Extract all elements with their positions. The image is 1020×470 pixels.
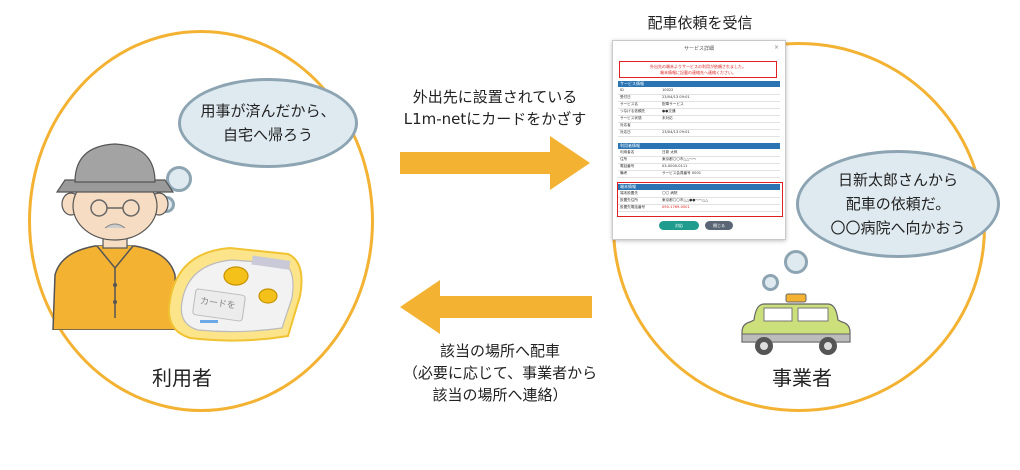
left-arrow xyxy=(400,280,592,334)
user-thought-bubble: 用事が済んだから、 自宅へ帰ろう xyxy=(178,78,358,168)
respond-button[interactable]: 対応 xyxy=(659,221,699,230)
operator-thought-text: 日新太郎さんから 配車の依頼だ。 〇〇病院へ向かおう xyxy=(830,171,966,237)
elderly-user-illustration xyxy=(52,143,178,330)
table-row: サービス名配車サービス xyxy=(618,101,780,109)
screen-title: 配車依頼を受信 xyxy=(647,14,753,32)
operator-thought-bubble: 日新太郎さんから 配車の依頼だ。 〇〇病院へ向かおう xyxy=(796,150,1000,258)
section-head: 端末情報 xyxy=(618,184,780,190)
section-head: サービス情報 xyxy=(618,81,780,87)
table-row: つなげる依頼先●●交通 xyxy=(618,108,780,116)
operator-label: 事業者 xyxy=(772,366,832,390)
dialog-title: サービス詳細 xyxy=(683,46,714,52)
user-label: 利用者 xyxy=(152,366,212,390)
taxi-illustration xyxy=(741,293,851,355)
dialog-alert: 外出先の端末よりサービスの利用が依頼されました。 端末情報に記載の連絡先へ連絡く… xyxy=(619,61,777,78)
right-arrow xyxy=(400,136,590,190)
table-row: 備考サービス会員番号 0001 xyxy=(618,170,780,178)
table-row: 利用者名日新 太郎 xyxy=(618,149,780,157)
card-reader-device-illustration xyxy=(168,246,303,342)
dialog-close-icon[interactable]: × xyxy=(773,44,779,51)
service-detail-dialog: サービス詳細 × 外出先の端末よりサービスの利用が依頼されました。 端末情報に記… xyxy=(612,40,786,240)
table-row: 住所東京都〇〇市△△〜〜 xyxy=(618,156,780,164)
table-row: 端末設置先〇〇 病院 xyxy=(618,190,780,198)
right-arrow-caption: 外出先に設置されている L1m-netにカードをかざす xyxy=(403,88,587,128)
terminal-info-highlight xyxy=(617,182,783,217)
table-row: 設置先住所東京都〇〇市△△●●〜〜△△ xyxy=(618,197,780,205)
table-row: サービス状態未対応 xyxy=(618,115,780,123)
operator-thought-dot-large xyxy=(784,250,808,274)
left-arrow-caption: 該当の場所へ配車 （必要に応じて、事業者から 該当の場所へ連絡） xyxy=(402,342,598,404)
section-head: 利用者情報 xyxy=(618,143,780,149)
user-thought-text: 用事が済んだから、 自宅へ帰ろう xyxy=(200,102,336,144)
operator-thought-dot-small xyxy=(762,274,779,291)
user-thought-dot-large xyxy=(166,166,192,192)
close-button[interactable]: 閉じる xyxy=(705,221,733,230)
table-row: 対応者 xyxy=(618,122,780,130)
